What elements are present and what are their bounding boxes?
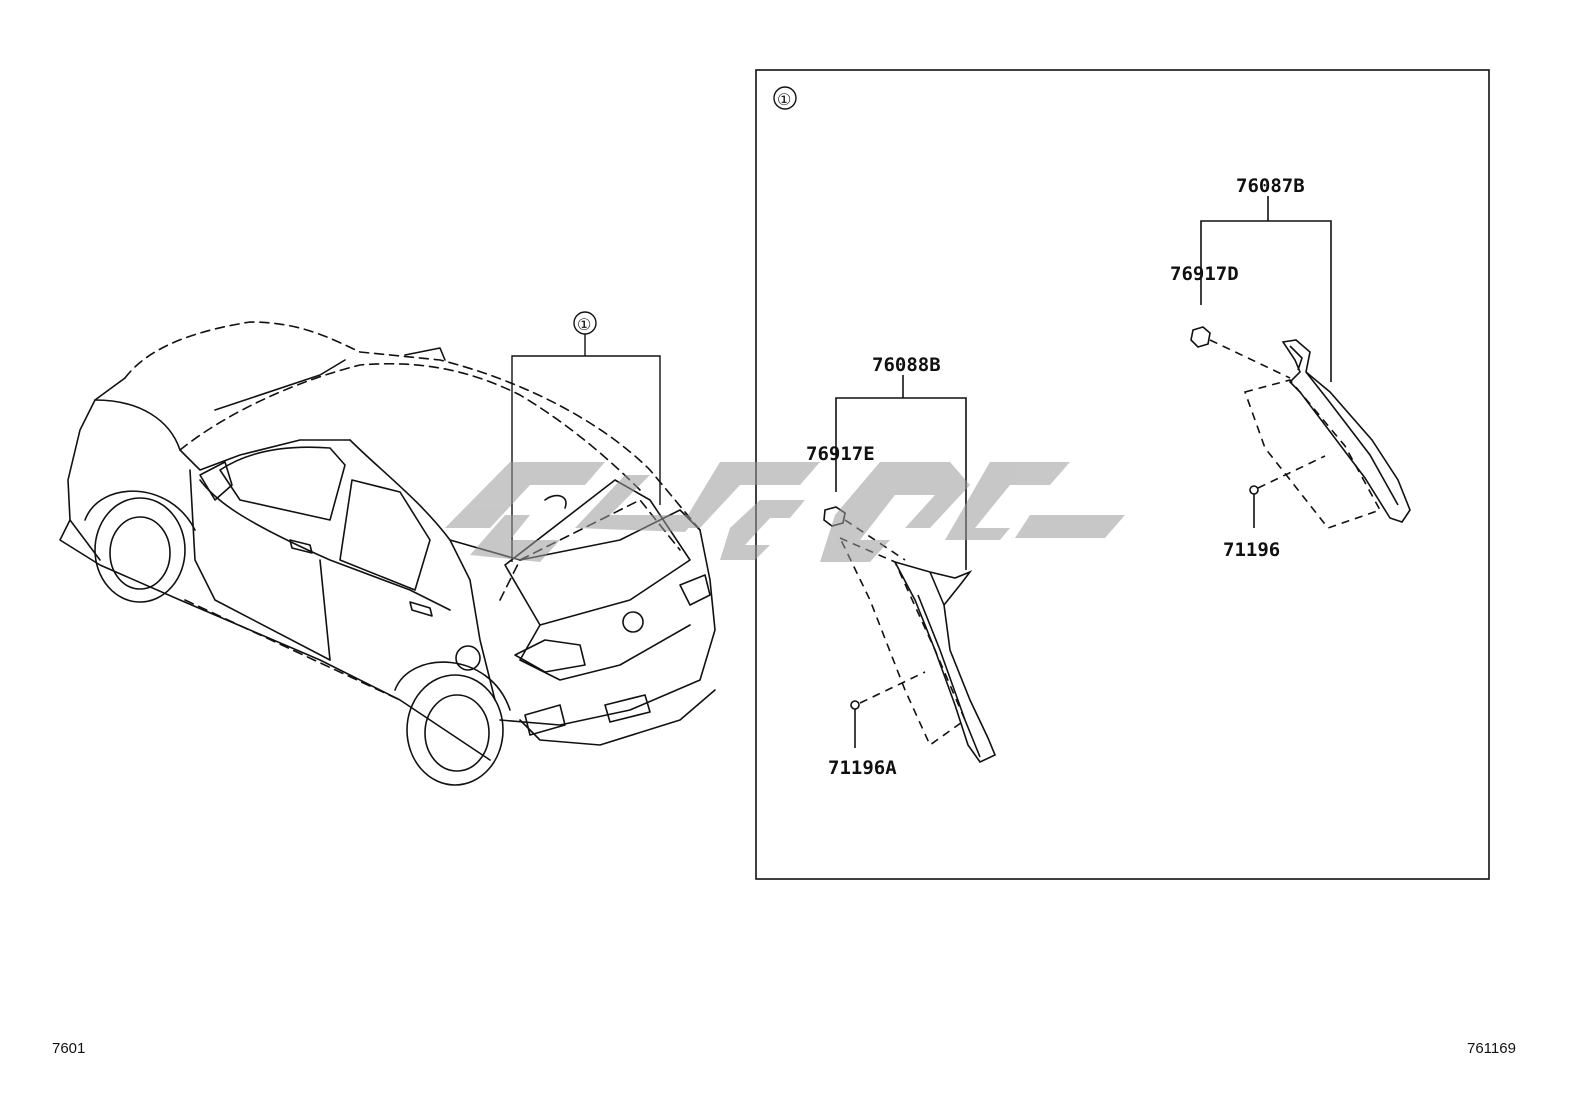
screw-icon (850, 700, 860, 710)
assembly-76087b (1190, 196, 1411, 529)
part-76088b[interactable]: 76088B (872, 354, 941, 376)
vehicle-callout (511, 311, 661, 562)
part-76917d[interactable]: 76917D (1170, 263, 1239, 285)
watermark-logo (445, 462, 1125, 562)
part-76917e[interactable]: 76917E (806, 443, 875, 465)
vehicle-illustration (59, 321, 716, 786)
diagram-code-right: 761169 (1467, 1040, 1516, 1057)
detail-marker-circle (773, 86, 797, 110)
clip-icon (1190, 326, 1211, 348)
part-71196[interactable]: 71196 (1223, 539, 1280, 561)
callout-marker: ① (577, 315, 591, 334)
detail-marker: ① (777, 90, 791, 109)
screw-icon (1249, 485, 1259, 495)
diagram-code-left: 7601 (52, 1040, 86, 1057)
assembly-76088b (823, 375, 997, 764)
part-76087b[interactable]: 76087B (1236, 175, 1305, 197)
part-71196a[interactable]: 71196A (828, 757, 897, 779)
